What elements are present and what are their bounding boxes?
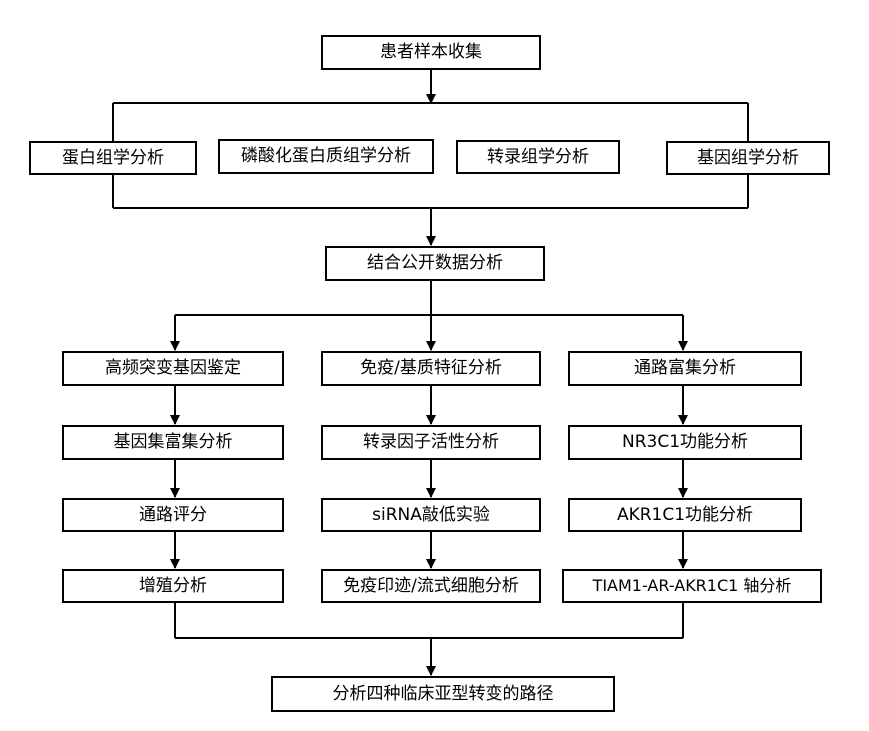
node-label: 基因组学分析 — [697, 147, 799, 168]
node-label: AKR1C1功能分析 — [616, 504, 754, 525]
node-label: 分析四种临床亚型转变的路径 — [332, 683, 554, 704]
node-label: 免疫印迹/流式细胞分析 — [343, 575, 519, 596]
node-high-freq-mutation: 高频突变基因鉴定 — [62, 351, 284, 386]
node-label: 磷酸化蛋白质组学分析 — [241, 146, 411, 166]
node-western-flow: 免疫印迹/流式细胞分析 — [321, 569, 541, 603]
node-label: TIAM1-AR-AKR1C1 轴分析 — [592, 576, 792, 595]
node-tf-activity: 转录因子活性分析 — [321, 425, 541, 460]
node-label: 通路评分 — [139, 504, 207, 525]
node-tiam1-ar-akr1c1-axis: TIAM1-AR-AKR1C1 轴分析 — [562, 569, 822, 603]
node-label: NR3C1功能分析 — [621, 432, 749, 452]
node-immune-stroma: 免疫/基质特征分析 — [321, 351, 541, 386]
node-phosphoproteomics: 磷酸化蛋白质组学分析 — [218, 139, 434, 174]
node-label: 患者样本收集 — [380, 42, 482, 62]
node-proteomics: 蛋白组学分析 — [29, 141, 197, 175]
node-label: 通路富集分析 — [634, 358, 736, 378]
node-label: siRNA敲低实验 — [372, 504, 490, 525]
node-pathway-enrichment: 通路富集分析 — [568, 351, 802, 386]
node-transcriptomics: 转录组学分析 — [456, 140, 620, 174]
node-label: 免疫/基质特征分析 — [360, 358, 502, 378]
node-genomics: 基因组学分析 — [666, 141, 830, 175]
node-label: 增殖分析 — [139, 575, 207, 596]
node-final-subtype-transition: 分析四种临床亚型转变的路径 — [271, 676, 615, 712]
node-sirna-knockdown: siRNA敲低实验 — [321, 498, 541, 532]
node-label: 转录组学分析 — [487, 146, 589, 167]
node-label: 高频突变基因鉴定 — [105, 358, 241, 378]
node-label: 转录因子活性分析 — [363, 432, 499, 452]
node-nr3c1-function: NR3C1功能分析 — [568, 425, 802, 460]
node-label: 蛋白组学分析 — [62, 147, 164, 168]
node-label: 结合公开数据分析 — [367, 253, 503, 273]
node-integrate-public-data: 结合公开数据分析 — [325, 246, 545, 281]
node-pathway-score: 通路评分 — [62, 498, 284, 532]
node-proliferation: 增殖分析 — [62, 569, 284, 603]
node-label: 基因集富集分析 — [113, 432, 233, 452]
node-gsea: 基因集富集分析 — [62, 425, 284, 460]
node-akr1c1-function: AKR1C1功能分析 — [568, 498, 802, 532]
node-sample-collection: 患者样本收集 — [321, 35, 541, 70]
